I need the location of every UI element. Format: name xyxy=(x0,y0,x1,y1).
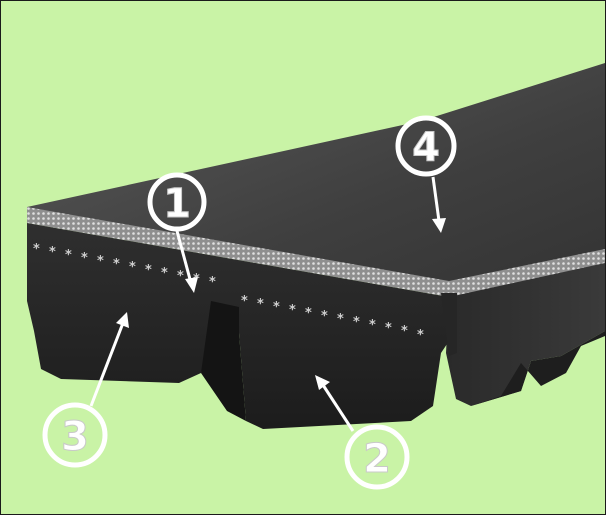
svg-text:*: * xyxy=(289,303,296,318)
callout-2-label: 2 xyxy=(363,436,391,482)
svg-text:*: * xyxy=(273,300,280,315)
svg-text:*: * xyxy=(65,248,72,263)
svg-text:*: * xyxy=(145,263,152,278)
svg-text:*: * xyxy=(177,269,184,284)
svg-text:*: * xyxy=(241,294,248,309)
svg-text:*: * xyxy=(337,312,344,327)
svg-text:*: * xyxy=(369,318,376,333)
svg-text:*: * xyxy=(417,328,424,343)
svg-text:*: * xyxy=(161,266,168,281)
svg-text:*: * xyxy=(353,315,360,330)
svg-text:*: * xyxy=(129,260,136,275)
svg-text:*: * xyxy=(305,306,312,321)
svg-text:*: * xyxy=(209,275,216,290)
callout-4-label: 4 xyxy=(412,125,440,171)
callout-1-label: 1 xyxy=(163,181,191,227)
svg-text:*: * xyxy=(97,254,104,269)
callout-3-label: 3 xyxy=(61,414,89,460)
svg-text:*: * xyxy=(113,257,120,272)
svg-text:*: * xyxy=(49,245,56,260)
svg-text:*: * xyxy=(385,321,392,336)
svg-text:*: * xyxy=(321,309,328,324)
svg-text:*: * xyxy=(33,242,40,257)
svg-text:*: * xyxy=(257,297,264,312)
svg-text:*: * xyxy=(81,251,88,266)
svg-text:*: * xyxy=(401,324,408,339)
